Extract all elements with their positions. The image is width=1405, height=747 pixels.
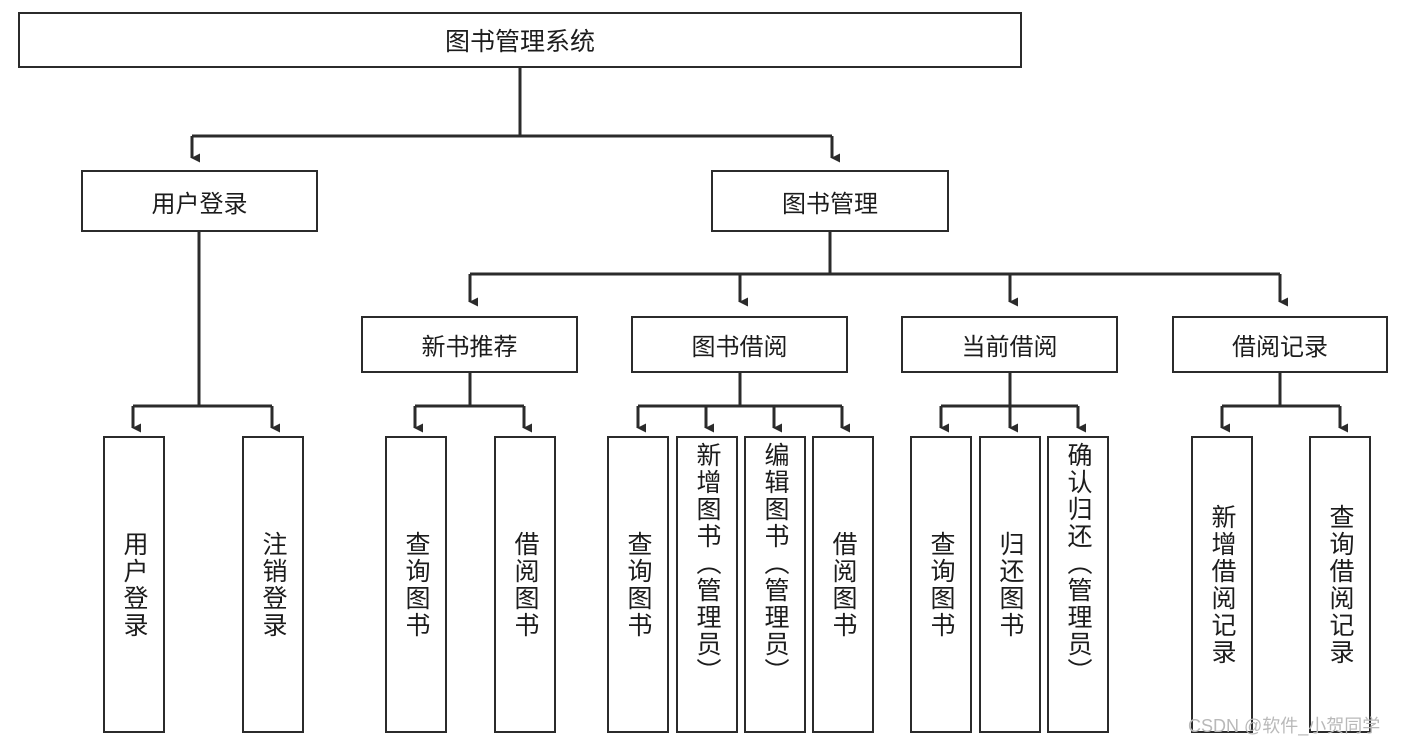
leaf-user-logout[interactable]: 注销登录 [242, 436, 304, 733]
leaf-borrow-borrow-book-label: 借阅图书 [829, 530, 857, 639]
node-borrow-record[interactable]: 借阅记录 [1172, 316, 1388, 373]
leaf-current-return-book-label: 归还图书 [996, 530, 1024, 639]
leaf-user-login-label: 用户登录 [120, 530, 148, 639]
node-new-book-recommend[interactable]: 新书推荐 [361, 316, 578, 373]
node-book-borrow-label: 图书借阅 [691, 334, 788, 361]
node-current-borrow-label: 当前借阅 [961, 334, 1058, 361]
node-current-borrow[interactable]: 当前借阅 [901, 316, 1118, 373]
leaf-current-query-book[interactable]: 查询图书 [910, 436, 972, 733]
node-book-borrow[interactable]: 图书借阅 [631, 316, 848, 373]
leaf-newbook-borrow-book-label: 借阅图书 [511, 530, 539, 639]
leaf-record-query-record[interactable]: 查询借阅记录 [1309, 436, 1371, 733]
leaf-current-confirm-return[interactable]: 确认归还（管理员） [1047, 436, 1109, 733]
leaf-current-query-book-label: 查询图书 [927, 530, 955, 639]
leaf-newbook-query-book-label: 查询图书 [402, 530, 430, 639]
leaf-borrow-borrow-book[interactable]: 借阅图书 [812, 436, 874, 733]
leaf-user-logout-label: 注销登录 [259, 530, 287, 639]
leaf-current-confirm-return-label: 确认归还（管理员） [1064, 442, 1092, 685]
leaf-record-add-record[interactable]: 新增借阅记录 [1191, 436, 1253, 733]
leaf-borrow-add-book[interactable]: 新增图书（管理员） [676, 436, 738, 733]
leaf-borrow-edit-book[interactable]: 编辑图书（管理员） [744, 436, 806, 733]
leaf-borrow-query-book-label: 查询图书 [624, 530, 652, 639]
node-new-book-recommend-label: 新书推荐 [421, 334, 518, 361]
node-root-label: 图书管理系统 [444, 28, 595, 56]
leaf-borrow-add-book-label: 新增图书（管理员） [693, 442, 721, 685]
leaf-borrow-edit-book-label: 编辑图书（管理员） [761, 442, 789, 685]
leaf-borrow-query-book[interactable]: 查询图书 [607, 436, 669, 733]
leaf-newbook-query-book[interactable]: 查询图书 [385, 436, 447, 733]
leaf-newbook-borrow-book[interactable]: 借阅图书 [494, 436, 556, 733]
leaf-record-add-record-label: 新增借阅记录 [1208, 503, 1236, 666]
leaf-record-query-record-label: 查询借阅记录 [1326, 503, 1354, 666]
watermark-text: CSDN @软件_小贺同学 [1188, 716, 1381, 736]
leaf-current-return-book[interactable]: 归还图书 [979, 436, 1041, 733]
node-user-login-label: 用户登录 [151, 190, 248, 218]
node-book-management-label: 图书管理 [782, 190, 878, 218]
node-root[interactable]: 图书管理系统 [18, 12, 1022, 68]
node-book-management[interactable]: 图书管理 [711, 170, 949, 232]
node-user-login[interactable]: 用户登录 [81, 170, 318, 232]
leaf-user-login[interactable]: 用户登录 [103, 436, 165, 733]
node-borrow-record-label: 借阅记录 [1232, 334, 1328, 361]
